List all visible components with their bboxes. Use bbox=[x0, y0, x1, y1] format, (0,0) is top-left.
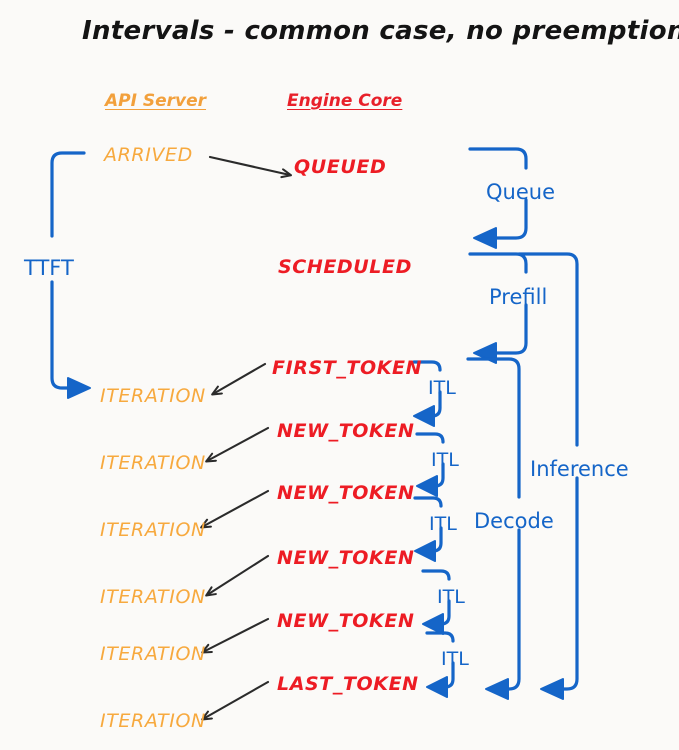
interval-label-itl-1: ITL bbox=[428, 377, 456, 399]
arrow-new-token-to-iteration-2 bbox=[200, 489, 270, 529]
arrow-new-token-to-iteration-4 bbox=[201, 617, 270, 654]
event-new-token-2: NEW_TOKEN bbox=[277, 482, 415, 504]
event-iteration-5: ITERATION bbox=[100, 643, 206, 665]
event-iteration-6: ITERATION bbox=[100, 710, 206, 732]
event-scheduled: SCHEDULED bbox=[278, 256, 412, 278]
page-title: Intervals - common case, no preemptions bbox=[82, 16, 679, 46]
interval-label-itl-4: ITL bbox=[437, 586, 465, 608]
interval-label-queue: Queue bbox=[486, 180, 555, 204]
arrow-arrived-to-queued bbox=[208, 155, 292, 179]
arrow-last-token-to-iteration bbox=[201, 680, 270, 721]
interval-label-itl-5: ITL bbox=[441, 648, 469, 670]
arrow-new-token-to-iteration-1 bbox=[205, 426, 270, 463]
column-header-engine-core: Engine Core bbox=[287, 91, 403, 111]
interval-label-inference: Inference bbox=[530, 457, 629, 481]
event-new-token-4: NEW_TOKEN bbox=[277, 610, 415, 632]
event-new-token-3: NEW_TOKEN bbox=[277, 547, 415, 569]
event-arrived: ARRIVED bbox=[104, 144, 193, 166]
event-iteration-1: ITERATION bbox=[100, 385, 206, 407]
event-iteration-3: ITERATION bbox=[100, 519, 206, 541]
arrow-new-token-to-iteration-3 bbox=[205, 554, 270, 597]
interval-label-itl-2: ITL bbox=[431, 449, 459, 471]
arrow-first-token-to-iteration bbox=[211, 362, 267, 396]
event-iteration-4: ITERATION bbox=[100, 586, 206, 608]
event-last-token: LAST_TOKEN bbox=[277, 673, 419, 695]
interval-label-prefill: Prefill bbox=[489, 285, 548, 309]
event-iteration-2: ITERATION bbox=[100, 452, 206, 474]
event-new-token-1: NEW_TOKEN bbox=[277, 420, 415, 442]
interval-label-itl-3: ITL bbox=[429, 513, 457, 535]
event-first-token: FIRST_TOKEN bbox=[272, 357, 423, 379]
event-queued: QUEUED bbox=[294, 156, 387, 178]
column-header-api-server: API Server bbox=[105, 91, 207, 111]
interval-label-ttft: TTFT bbox=[24, 256, 74, 280]
interval-label-decode: Decode bbox=[474, 509, 554, 533]
